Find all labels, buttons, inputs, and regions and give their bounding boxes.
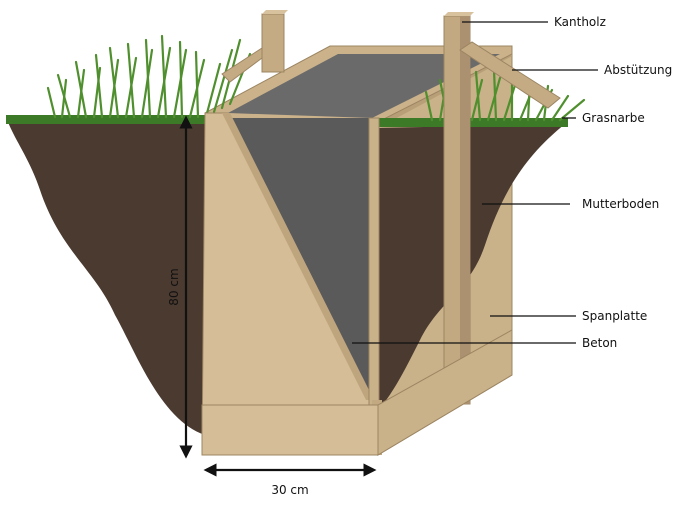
- concrete-top-surface: [228, 54, 500, 118]
- leader-lines: [352, 21, 598, 344]
- label-width: 30 cm: [271, 483, 308, 497]
- box-bottom-side: [377, 329, 513, 456]
- right-post: [443, 12, 474, 405]
- label-grasnarbe: Grasnarbe: [582, 111, 645, 125]
- right-soil: [378, 124, 565, 410]
- left-post: [221, 10, 288, 83]
- label-depth: 80 cm: [167, 268, 181, 305]
- label-kantholz: Kantholz: [554, 15, 606, 29]
- box-bottom-front: [201, 404, 379, 456]
- grass-line-right: [378, 118, 568, 127]
- grass-line-left: [6, 115, 206, 124]
- grass-tuft-left: [46, 34, 252, 119]
- brace: [459, 41, 561, 109]
- label-mutterboden: Mutterboden: [582, 197, 659, 211]
- label-beton: Beton: [582, 336, 617, 350]
- label-spanplatte: Spanplatte: [582, 309, 647, 323]
- left-soil: [8, 122, 205, 435]
- label-abstuetzung: Abstützung: [604, 63, 672, 77]
